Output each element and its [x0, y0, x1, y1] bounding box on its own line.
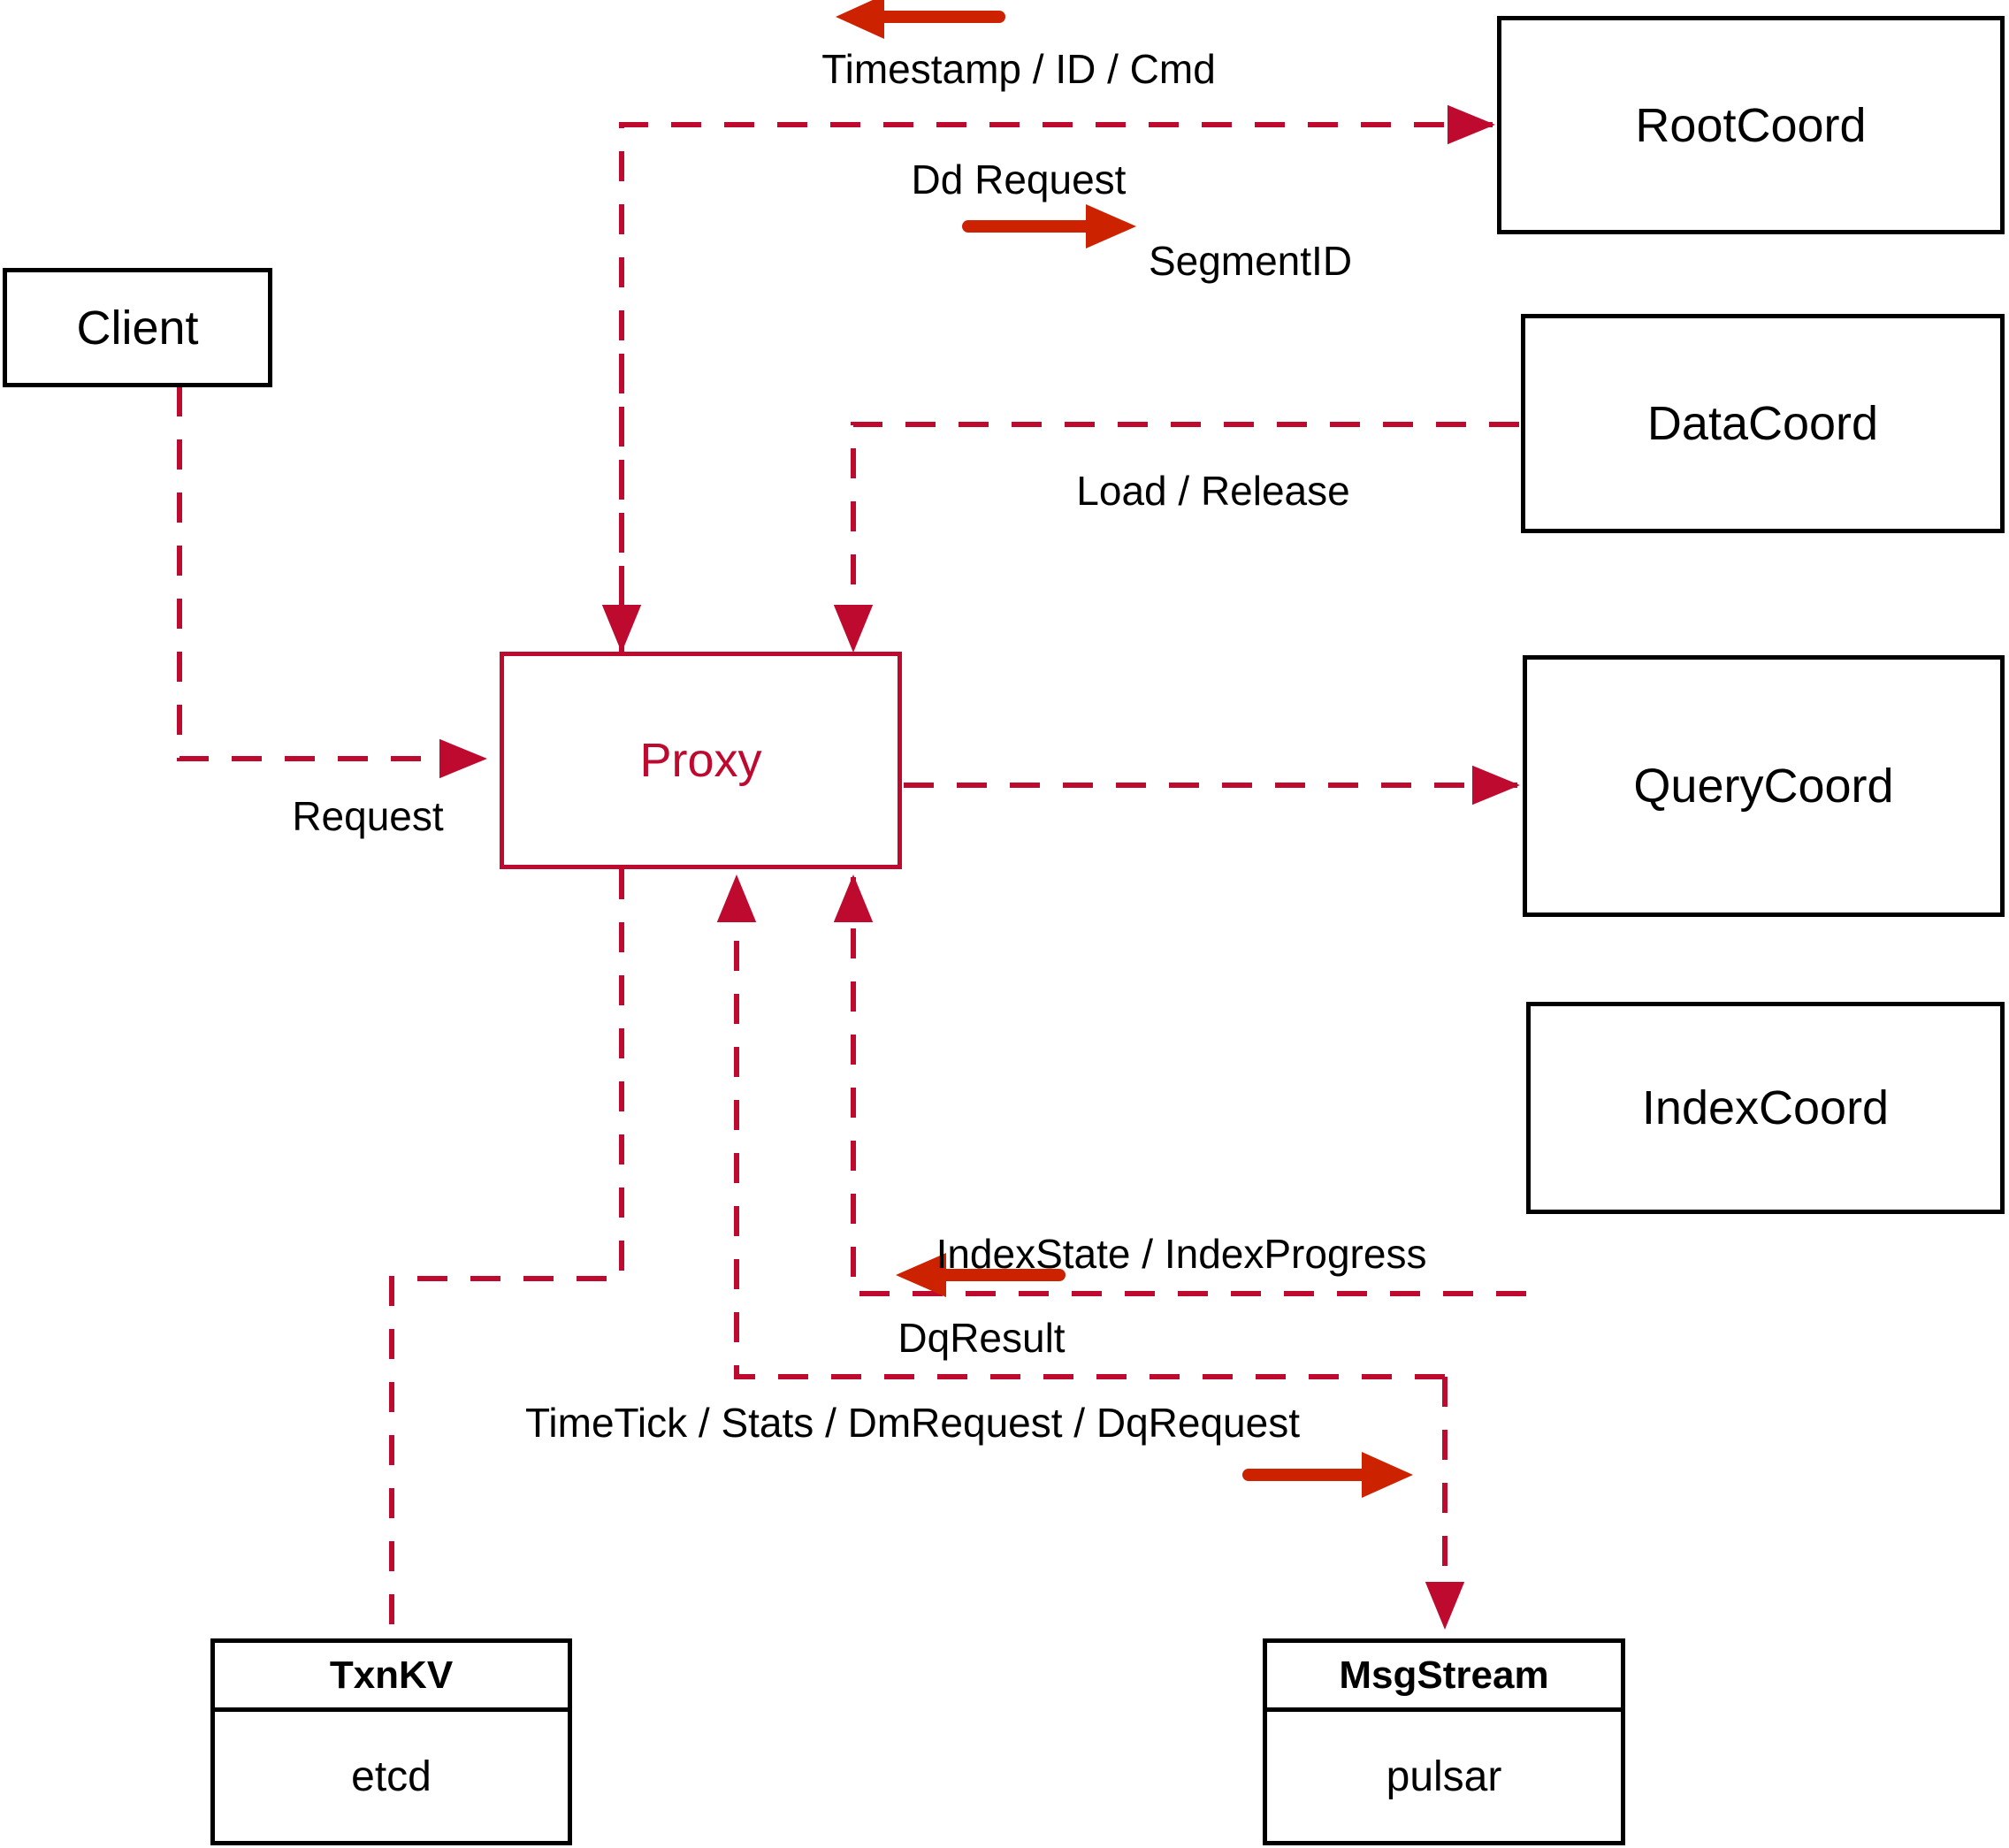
- node-rootcoord-label: RootCoord: [1635, 98, 1867, 152]
- direction-arrow-dd-request: [962, 204, 1136, 248]
- edge-label-timestamp-id-cmd: Timestamp / ID / Cmd: [821, 46, 1216, 92]
- node-txnkv-body: etcd: [215, 1712, 568, 1841]
- node-client-label: Client: [76, 301, 199, 355]
- edge-proxy-to-txnkv: [389, 869, 624, 1638]
- node-querycoord-label: QueryCoord: [1633, 760, 1894, 813]
- node-datacoord-label: DataCoord: [1646, 397, 1879, 450]
- edge-msgstream-to-proxy: [716, 874, 1445, 1379]
- direction-arrow-timetick: [1242, 1452, 1413, 1498]
- edge-label-index-state: IndexState / IndexProgress: [936, 1231, 1427, 1277]
- direction-arrow-dq-result: [896, 1253, 1066, 1297]
- edge-datacoord-to-proxy: [833, 422, 1519, 653]
- edge-label-dd-request: Dd Request: [911, 157, 1127, 202]
- node-indexcoord[interactable]: IndexCoord: [1526, 1002, 2005, 1214]
- direction-arrow-timestamp: [836, 0, 1005, 39]
- node-msgstream-header: MsgStream: [1267, 1643, 1621, 1712]
- node-txnkv-header: TxnKV: [215, 1643, 568, 1712]
- node-msgstream[interactable]: MsgStream pulsar: [1263, 1638, 1625, 1845]
- edge-label-timetick-stats: TimeTick / Stats / DmRequest / DqRequest: [525, 1400, 1300, 1446]
- edge-label-request: Request: [292, 793, 444, 839]
- node-txnkv[interactable]: TxnKV etcd: [210, 1638, 572, 1845]
- edge-indexcoord-to-proxy: [833, 874, 1526, 1296]
- node-querycoord[interactable]: QueryCoord: [1523, 655, 2005, 917]
- node-client[interactable]: Client: [3, 268, 272, 387]
- edge-proxy-to-rootcoord: [619, 104, 1495, 659]
- node-msgstream-title: MsgStream: [1339, 1653, 1549, 1697]
- node-rootcoord[interactable]: RootCoord: [1497, 16, 2005, 234]
- edge-label-segment-id: SegmentID: [1148, 238, 1353, 284]
- node-proxy[interactable]: Proxy: [500, 652, 902, 869]
- node-msgstream-impl: pulsar: [1386, 1753, 1502, 1800]
- edge-client-to-proxy: [177, 386, 487, 779]
- node-msgstream-body: pulsar: [1267, 1712, 1621, 1841]
- edge-label-load-release: Load / Release: [1076, 468, 1350, 514]
- node-txnkv-title: TxnKV: [329, 1653, 454, 1697]
- node-datacoord[interactable]: DataCoord: [1521, 314, 2005, 533]
- node-indexcoord-label: IndexCoord: [1641, 1081, 1890, 1134]
- edge-label-dq-result: DqResult: [898, 1315, 1066, 1361]
- node-txnkv-impl: etcd: [351, 1753, 432, 1800]
- node-proxy-label: Proxy: [639, 734, 762, 787]
